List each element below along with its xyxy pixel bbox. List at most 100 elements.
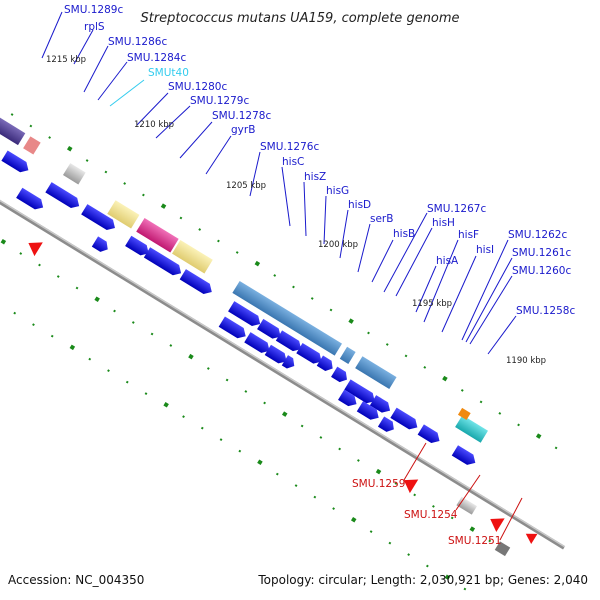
tick-mark	[142, 193, 145, 197]
gene-label: hisZ	[304, 171, 326, 183]
grey-box	[494, 541, 511, 557]
map-title: Streptococcus mutans UA159, complete gen…	[140, 11, 459, 26]
gene-label: hisI	[476, 244, 494, 256]
tick-mark	[300, 424, 304, 428]
tick-mark	[217, 239, 220, 243]
tick-mark	[423, 366, 427, 369]
tick-mark	[150, 332, 154, 336]
tick-mark	[38, 263, 41, 267]
tick-mark	[113, 309, 116, 313]
tick-mark	[254, 260, 261, 267]
tick-mark	[29, 124, 33, 128]
tick-mark	[407, 553, 411, 556]
feature-steel-3	[355, 356, 397, 390]
feature-grey	[62, 163, 86, 185]
tick-mark	[310, 297, 314, 300]
gene-arrow	[369, 395, 391, 413]
feature-steel	[232, 280, 342, 356]
tick-mark	[144, 392, 148, 396]
gene-arrow	[143, 247, 182, 276]
red-arrow	[28, 242, 43, 257]
gene-label: SMU.1289c	[64, 4, 123, 16]
gene-label: hisF	[458, 229, 479, 241]
gene-label-red: SMU.1254	[404, 509, 458, 521]
feature-yellow-2	[172, 239, 213, 274]
tick-mark	[131, 321, 135, 324]
gene-arrow	[244, 332, 270, 353]
gene-arrow	[16, 187, 44, 210]
gene-arrow	[91, 236, 108, 252]
tick-mark	[450, 516, 454, 520]
gene-arrow	[218, 316, 246, 339]
gene-label: hisD	[348, 199, 371, 211]
gene-arrow	[316, 355, 333, 371]
tick-mark	[32, 323, 35, 327]
tick-mark	[404, 354, 408, 358]
tick-mark	[388, 541, 392, 545]
tick-mark	[469, 526, 476, 532]
tick-mark	[498, 412, 502, 415]
gene-arrow	[228, 301, 261, 327]
tick-mark	[244, 390, 248, 393]
tick-mark	[0, 238, 7, 245]
tick-mark	[369, 530, 373, 533]
scale-label: 1190 kbp	[506, 356, 546, 366]
tick-mark	[67, 145, 73, 152]
scale-labels: 1215 kbp 1210 kbp 1205 kbp 1200 kbp 1195…	[46, 55, 546, 366]
tick-mark	[206, 367, 210, 370]
tick-mark	[517, 423, 520, 427]
tick-mark	[257, 459, 263, 466]
red-arrow	[490, 518, 505, 533]
tick-mark	[123, 182, 127, 185]
tick-mark	[281, 411, 288, 417]
tick-mark	[69, 344, 76, 351]
gene-arrow	[264, 344, 287, 364]
feature-steel-2	[339, 346, 356, 364]
gene-arrow	[344, 379, 375, 404]
tick-mark	[329, 308, 333, 312]
tick-mark	[357, 459, 360, 462]
tick-mark	[94, 296, 100, 302]
tick-mark	[75, 286, 79, 290]
gene-label: hisH	[432, 217, 455, 229]
scale-label: 1195 kbp	[412, 299, 452, 309]
gene-label: hisB	[393, 228, 415, 240]
features-below	[28, 242, 538, 557]
gene-label: SMU.1258c	[516, 305, 575, 317]
genome-track	[0, 113, 566, 591]
scale-label: 1205 kbp	[226, 181, 266, 191]
red-arrow	[525, 533, 538, 545]
gene-label: SMU.1262c	[508, 229, 567, 241]
gene-arrow	[257, 318, 281, 339]
gene-label: SMU.1286c	[108, 36, 167, 48]
tick-mark	[263, 401, 266, 405]
feature-purple-2	[0, 117, 26, 146]
tick-mark	[338, 447, 342, 451]
tick-mark	[332, 507, 335, 510]
gene-label: rplS	[84, 21, 105, 33]
tick-mark	[48, 136, 51, 139]
gene-arrow	[45, 182, 80, 209]
tick-mark	[163, 402, 169, 408]
gene-label: gyrB	[231, 124, 255, 136]
gene-arrow	[356, 401, 379, 420]
gene-arrow	[281, 355, 295, 369]
gene-arrow	[451, 445, 476, 465]
tick-mark	[104, 170, 108, 174]
gene-arrow	[275, 330, 302, 352]
tick-mark	[160, 203, 167, 209]
gene-arrow	[179, 269, 212, 295]
tick-mark	[348, 318, 354, 324]
gene-arrows-row-2	[16, 187, 394, 432]
gene-arrow	[417, 424, 440, 443]
tick-mark	[56, 275, 60, 278]
gene-arrow	[338, 389, 357, 407]
feature-pink	[136, 217, 179, 253]
feature-salmon	[23, 136, 41, 155]
gene-label-red: SMU.1251	[448, 535, 501, 547]
feature-teal	[455, 415, 488, 443]
feature-orange	[457, 407, 471, 420]
scale-label: 1215 kbp	[46, 55, 86, 65]
tick-mark	[107, 369, 110, 373]
